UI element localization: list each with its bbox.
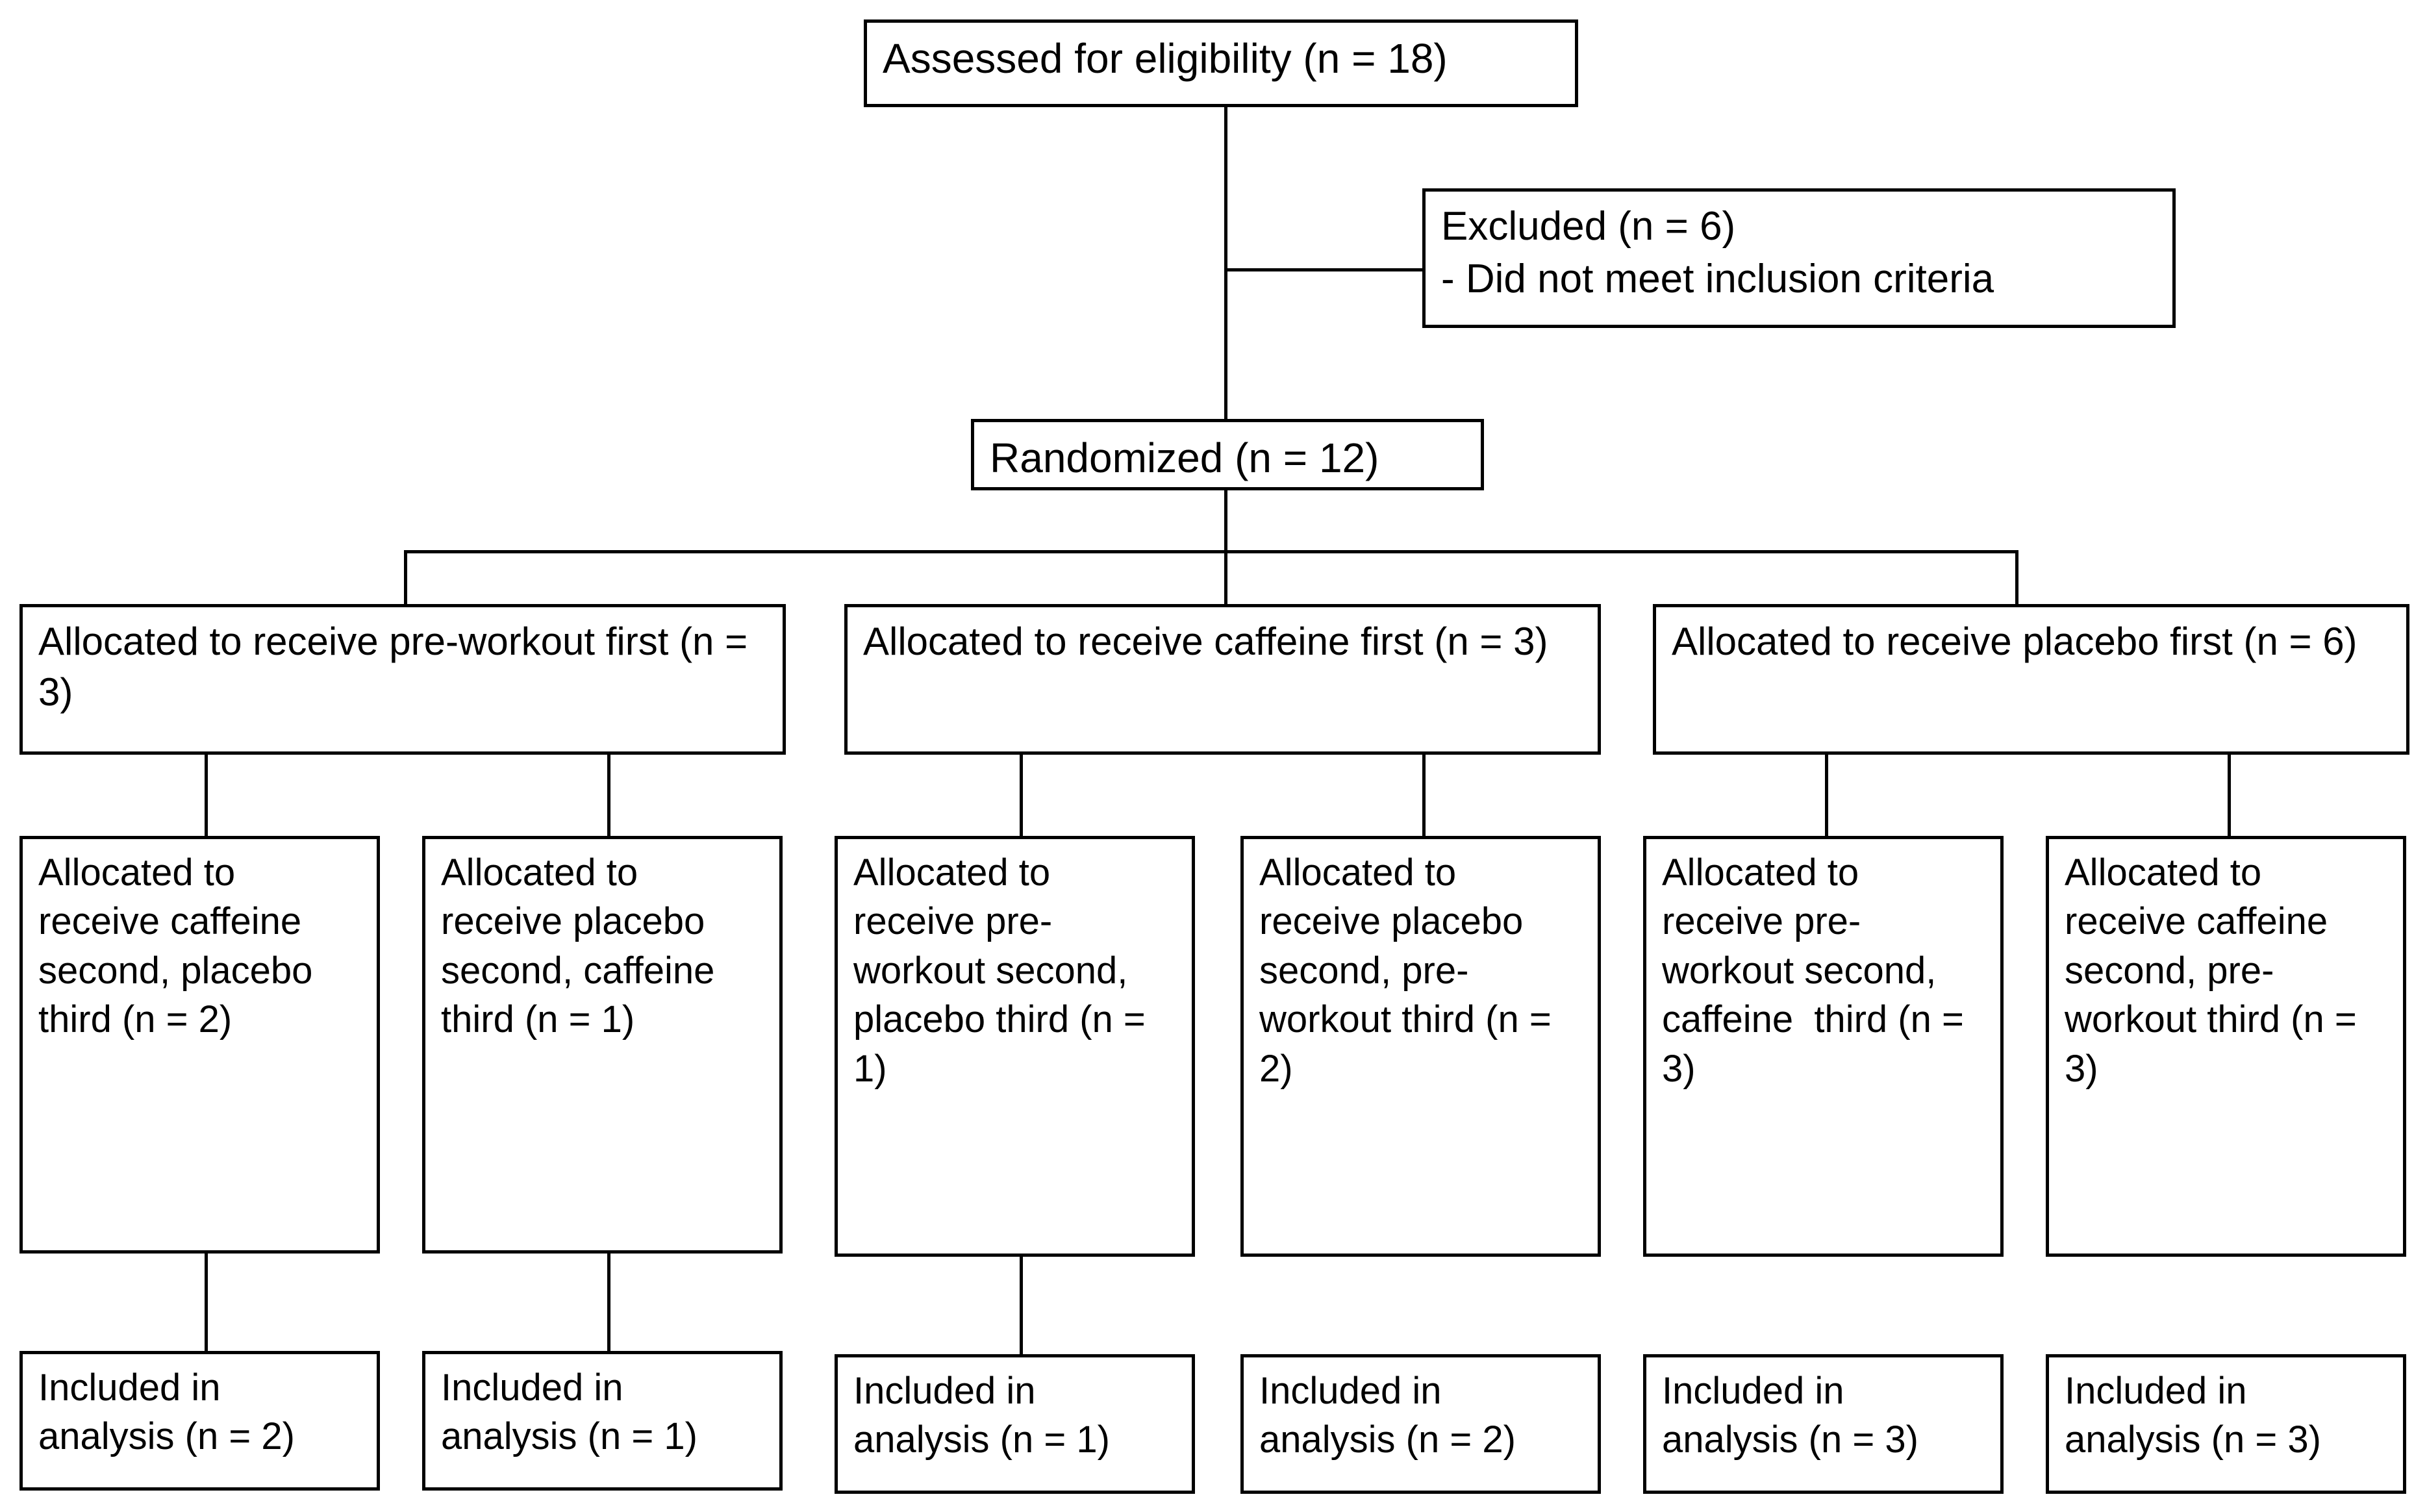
box-allocated-pre-workout-first: Allocated to receive pre-workout first (… bbox=[19, 604, 786, 755]
connector-split-left bbox=[404, 550, 407, 618]
box-included-in-analysis-2: Included in analysis (n = 1) bbox=[422, 1351, 783, 1491]
box-randomized: Randomized (n = 12) bbox=[971, 419, 1484, 490]
box-sequence-preworkout-second-placebo-third: Allocated to receive pre-workout second,… bbox=[835, 836, 1195, 1257]
box-sequence-caffeine-second-placebo-third: Allocated to receive caffeine second, pl… bbox=[19, 836, 380, 1254]
box-excluded: Excluded (n = 6) - Did not meet inclusio… bbox=[1422, 188, 2176, 328]
box-allocated-placebo-first: Allocated to receive placebo first (n = … bbox=[1653, 604, 2409, 755]
box-sequence-placebo-second-preworkout-third: Allocated to receive placebo second, pre… bbox=[1240, 836, 1601, 1257]
box-included-in-analysis-1: Included in analysis (n = 2) bbox=[19, 1351, 380, 1491]
connector-alloc1-to-seq1 bbox=[205, 755, 208, 836]
connector-alloc3-to-seq5 bbox=[1825, 755, 1828, 836]
box-included-in-analysis-5: Included in analysis (n = 3) bbox=[1643, 1354, 2004, 1494]
box-sequence-caffeine-second-preworkout-third: Allocated to receive caffeine second, pr… bbox=[2046, 836, 2406, 1257]
box-included-in-analysis-6: Included in analysis (n = 3) bbox=[2046, 1354, 2406, 1494]
box-included-in-analysis-3: Included in analysis (n = 1) bbox=[835, 1354, 1195, 1494]
connector-randomized-down bbox=[1224, 488, 1227, 618]
box-sequence-placebo-second-caffeine-third: Allocated to receive placebo second, caf… bbox=[422, 836, 783, 1254]
box-sequence-preworkout-second-caffeine-third: Allocated to receive pre-workout second,… bbox=[1643, 836, 2004, 1257]
box-assessed-for-eligibility: Assessed for eligibility (n = 18) bbox=[864, 19, 1578, 107]
connector-seq2-to-analysis2 bbox=[607, 1254, 610, 1351]
box-included-in-analysis-4: Included in analysis (n = 2) bbox=[1240, 1354, 1601, 1494]
connector-alloc2-to-seq4 bbox=[1422, 755, 1426, 836]
connector-alloc2-to-seq3 bbox=[1020, 755, 1023, 836]
connector-seq1-to-analysis1 bbox=[205, 1254, 208, 1351]
connector-trunk-to-excluded bbox=[1224, 268, 1426, 271]
box-allocated-caffeine-first: Allocated to receive caffeine first (n =… bbox=[844, 604, 1601, 755]
connector-split-right bbox=[2015, 550, 2018, 618]
connector-alloc3-to-seq6 bbox=[2228, 755, 2231, 836]
connector-split-bar bbox=[404, 550, 2018, 553]
connector-alloc1-to-seq2 bbox=[607, 755, 610, 836]
connector-seq3-to-analysis3 bbox=[1020, 1257, 1023, 1354]
